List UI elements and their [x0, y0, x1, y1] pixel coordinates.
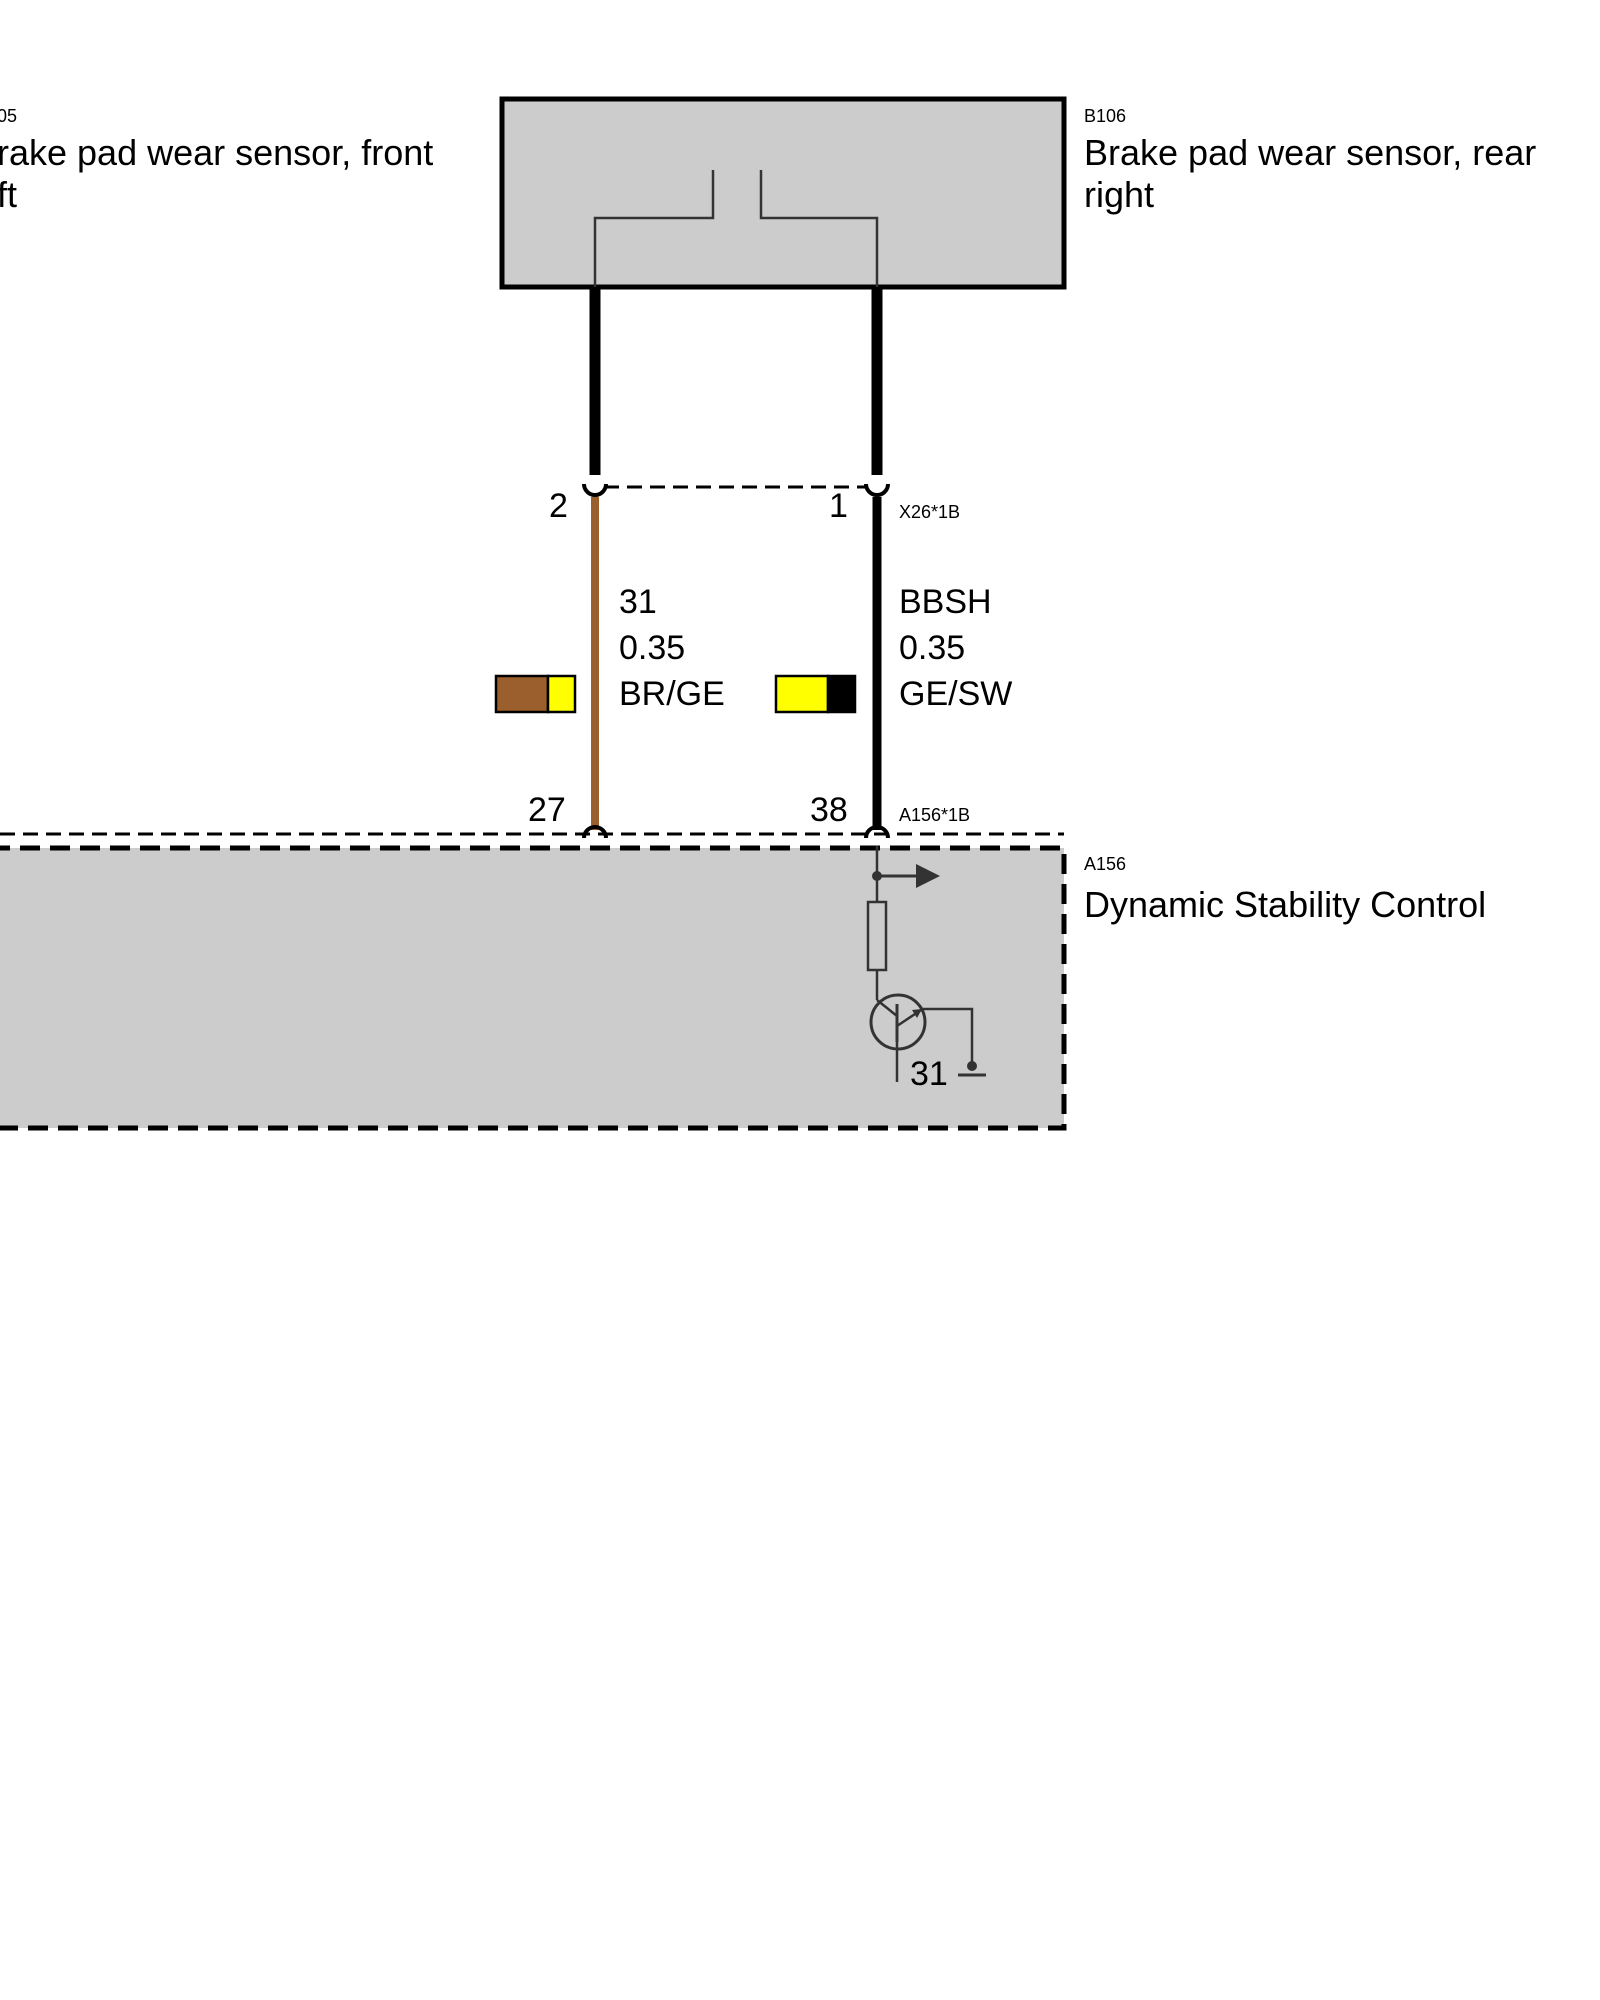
x26-pin-2-symbol	[582, 483, 608, 497]
swatch-br-ge-color-2	[546, 674, 577, 714]
a156-pin-27-symbol	[582, 825, 608, 839]
b106-title-line1: Brake pad wear sensor, rear	[1084, 132, 1536, 173]
connector-x26	[582, 483, 890, 497]
wire-color-swatch-br-ge	[494, 674, 577, 714]
connector-a156-1b	[0, 825, 1064, 839]
b106-code: B106	[1084, 106, 1126, 126]
a156-control-unit	[0, 845, 1067, 1131]
a156-pin-left: 27	[528, 791, 566, 829]
b106-title-line2: right	[1084, 174, 1154, 215]
wire1-color-code: BR/GE	[619, 675, 725, 713]
a156-pin-38-symbol	[864, 825, 890, 839]
swatch-ge-sw-color-1	[774, 674, 830, 714]
wire1-signal: 31	[619, 583, 657, 621]
a156-pin-right: 38	[810, 791, 848, 829]
a156-transistor-collector	[876, 999, 898, 1017]
b106-contact-right	[759, 170, 879, 287]
x26-pin-1-symbol	[864, 483, 890, 497]
x26-name: X26*1B	[899, 502, 960, 522]
wire2-cross-section: 0.35	[899, 629, 965, 667]
b105-title-line1: rake pad wear sensor, front	[0, 132, 433, 173]
wire2-signal: BBSH	[899, 583, 992, 621]
b106-sensor	[499, 96, 1067, 290]
a156-ground-dot	[967, 1061, 977, 1071]
swatch-ge-sw-color-2	[826, 674, 857, 714]
b105-code: 05	[0, 106, 17, 126]
wire-color-swatch-ge-sw	[774, 674, 857, 714]
a156-box	[0, 845, 1067, 1131]
a156-title: Dynamic Stability Control	[1084, 884, 1486, 925]
x26-pin-left: 2	[549, 487, 568, 525]
wire2-color-code: GE/SW	[899, 675, 1012, 713]
a156-emitter-arrow	[912, 1009, 922, 1018]
a156-code: A156	[1084, 854, 1126, 874]
a156-ground-label: 31	[910, 1055, 948, 1093]
a156-connector-name: A156*1B	[899, 805, 970, 825]
a156-signal-arrow-head	[916, 864, 940, 888]
b105-title-line2: ft	[0, 174, 17, 215]
wire1-cross-section: 0.35	[619, 629, 685, 667]
swatch-br-ge-color-1	[494, 674, 550, 714]
a156-ground-wire	[921, 1007, 974, 1066]
a156-resistor	[866, 900, 888, 972]
x26-pin-right: 1	[829, 487, 848, 525]
b106-box	[499, 96, 1067, 290]
b106-contact-left	[593, 170, 715, 287]
